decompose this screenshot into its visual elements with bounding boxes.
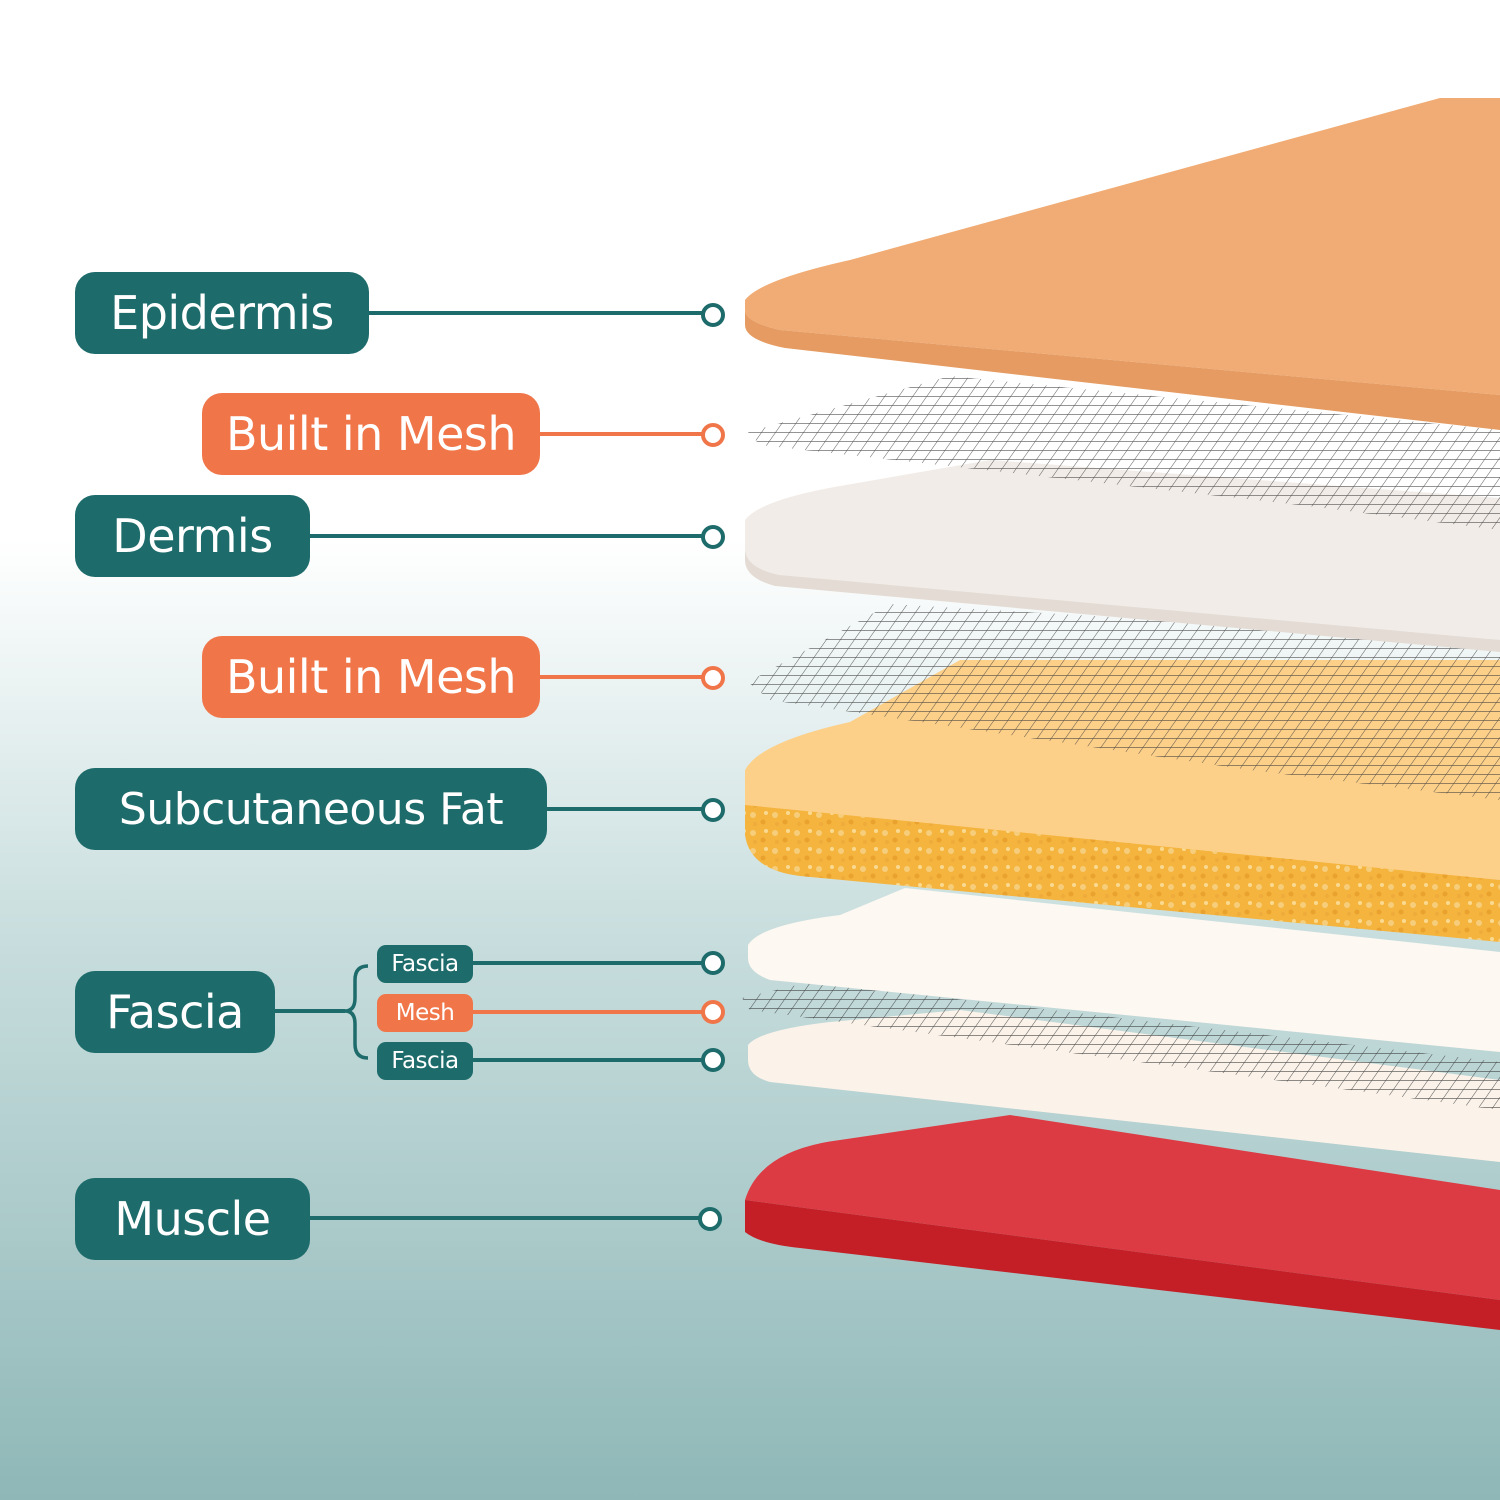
fascia-brace (344, 964, 369, 1060)
epidermis-label: Epidermis (75, 272, 369, 354)
fascia-bottom-label: Fascia (377, 1042, 473, 1080)
muscle-label: Muscle (75, 1178, 310, 1260)
mesh-1-layer (748, 376, 1500, 530)
dermis-dot (701, 525, 725, 549)
fascia-top-layer (748, 888, 1500, 1052)
fascia-mesh-layer (742, 982, 1500, 1110)
mesh-1-label: Built in Mesh (202, 393, 540, 475)
fascia-top-dot (701, 951, 725, 975)
epidermis-dot (701, 303, 725, 327)
fascia-bottom-dot (701, 1048, 725, 1072)
mesh-1-dot (701, 423, 725, 447)
fascia-group-label: Fascia (75, 971, 275, 1053)
fascia-mesh-label: Mesh (377, 994, 473, 1032)
fascia-mesh-dot (701, 1000, 725, 1024)
subcutaneous-fat-dot (701, 798, 725, 822)
epidermis-layer (745, 98, 1500, 430)
mesh-2-dot (701, 666, 725, 690)
subcutaneous-fat-label: Subcutaneous Fat (75, 768, 547, 850)
muscle-layer (745, 1115, 1500, 1330)
mesh-2-layer (748, 604, 1500, 800)
fascia-bottom-layer (748, 1010, 1500, 1162)
muscle-dot (698, 1207, 722, 1231)
fascia-top-label: Fascia (377, 945, 473, 983)
mesh-2-label: Built in Mesh (202, 636, 540, 718)
dermis-label: Dermis (75, 495, 310, 577)
